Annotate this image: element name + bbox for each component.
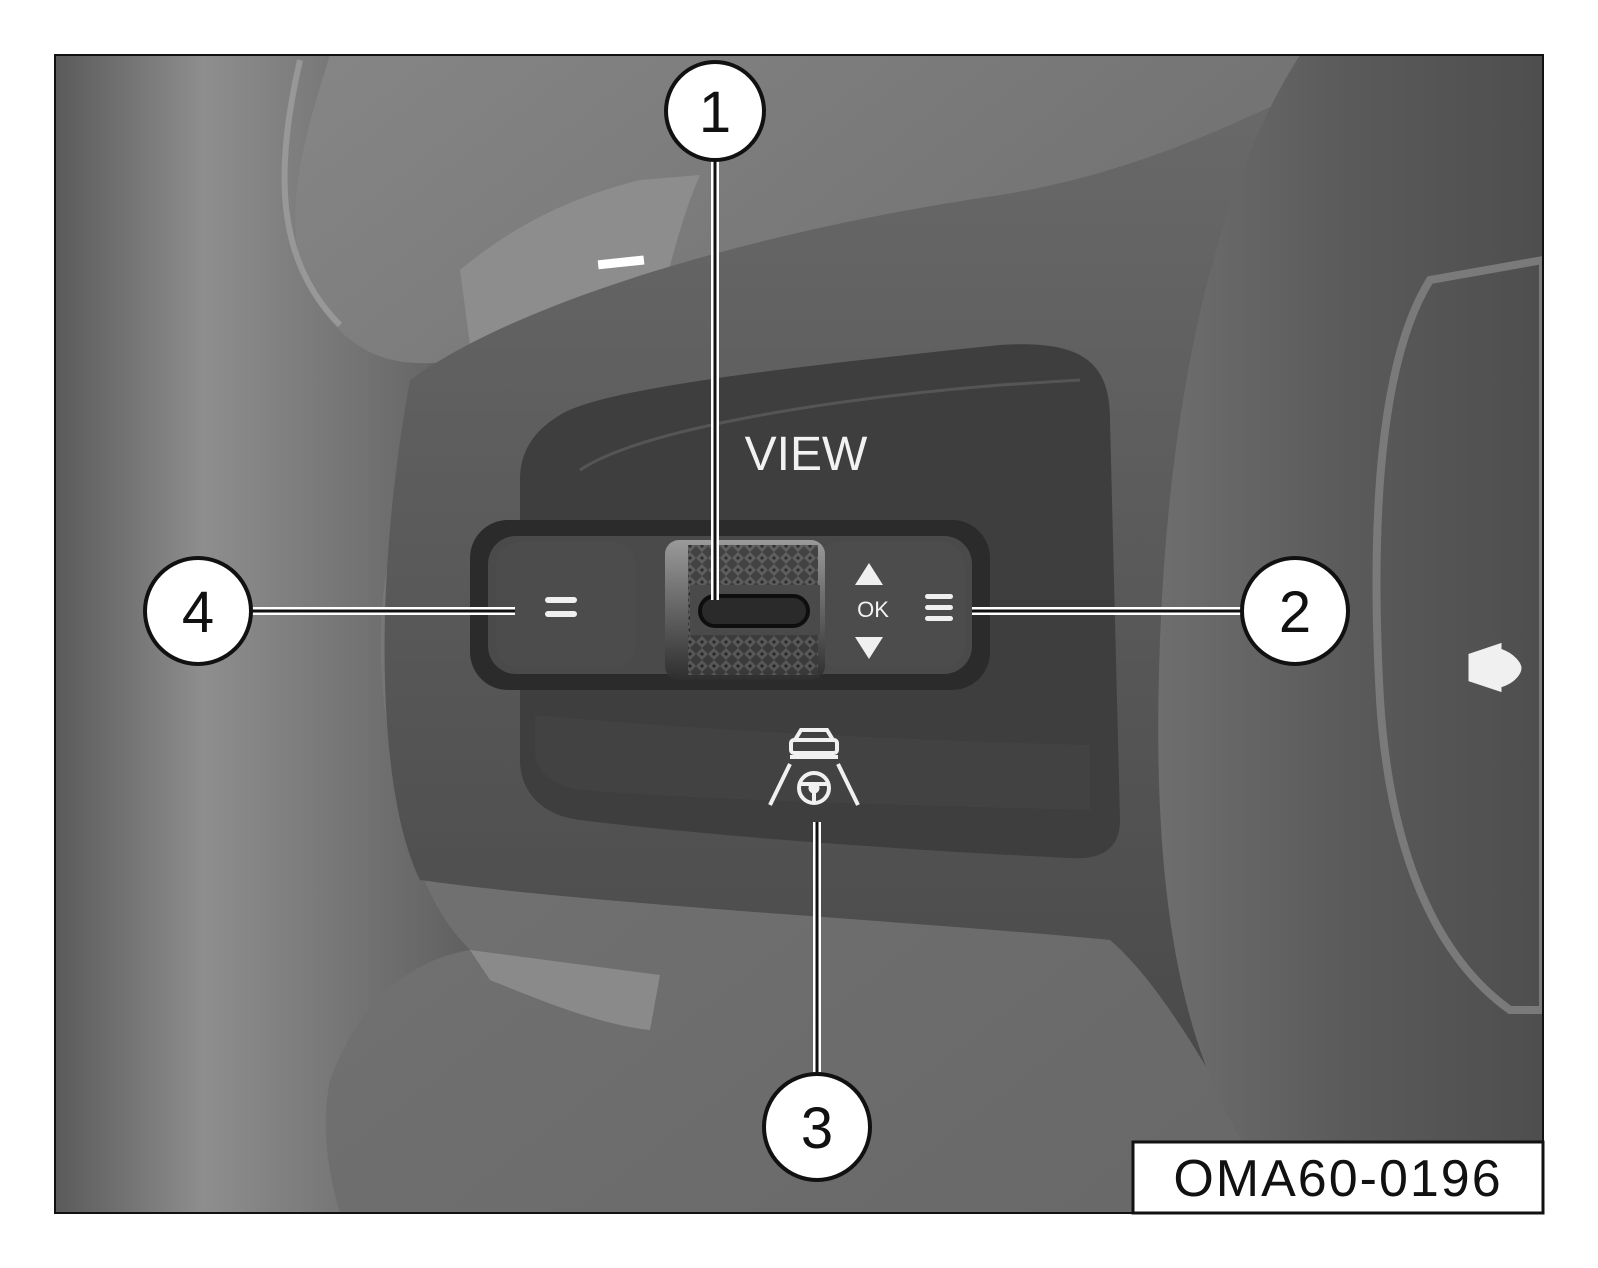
callout-3-number: 3 bbox=[801, 1096, 833, 1161]
figure-code-box: OMA60-0196 bbox=[1131, 1140, 1545, 1215]
triangle-down-icon bbox=[855, 637, 883, 659]
triangle-up-icon bbox=[855, 563, 883, 585]
leader-lines bbox=[250, 160, 1245, 1072]
horn-icon bbox=[1468, 642, 1522, 693]
callout-4-number: 4 bbox=[182, 580, 214, 645]
driver-assist-button[interactable] bbox=[535, 715, 1090, 810]
callout-2-number: 2 bbox=[1279, 580, 1311, 645]
figure-code: OMA60-0196 bbox=[1173, 1150, 1502, 1208]
left-button[interactable] bbox=[496, 542, 636, 668]
right-button[interactable] bbox=[815, 542, 965, 668]
lane-assist-car-icon bbox=[768, 728, 860, 806]
ok-press-button[interactable] bbox=[698, 594, 810, 628]
lower-paddle bbox=[470, 950, 660, 1030]
callout-1: 1 bbox=[664, 60, 766, 162]
view-label: VIEW bbox=[745, 428, 868, 481]
ok-label: OK bbox=[857, 597, 889, 622]
triple-dash-icon bbox=[925, 594, 953, 621]
steering-rim-left bbox=[55, 55, 480, 1213]
image-frame bbox=[54, 54, 1544, 1214]
horn-pad bbox=[1158, 55, 1543, 1213]
minus-icon bbox=[597, 255, 645, 270]
callout-2: 2 bbox=[1240, 556, 1350, 666]
double-dash-icon bbox=[545, 597, 577, 617]
callout-1-number: 1 bbox=[699, 80, 731, 145]
callout-4: 4 bbox=[143, 556, 253, 666]
callout-3: 3 bbox=[762, 1072, 872, 1182]
